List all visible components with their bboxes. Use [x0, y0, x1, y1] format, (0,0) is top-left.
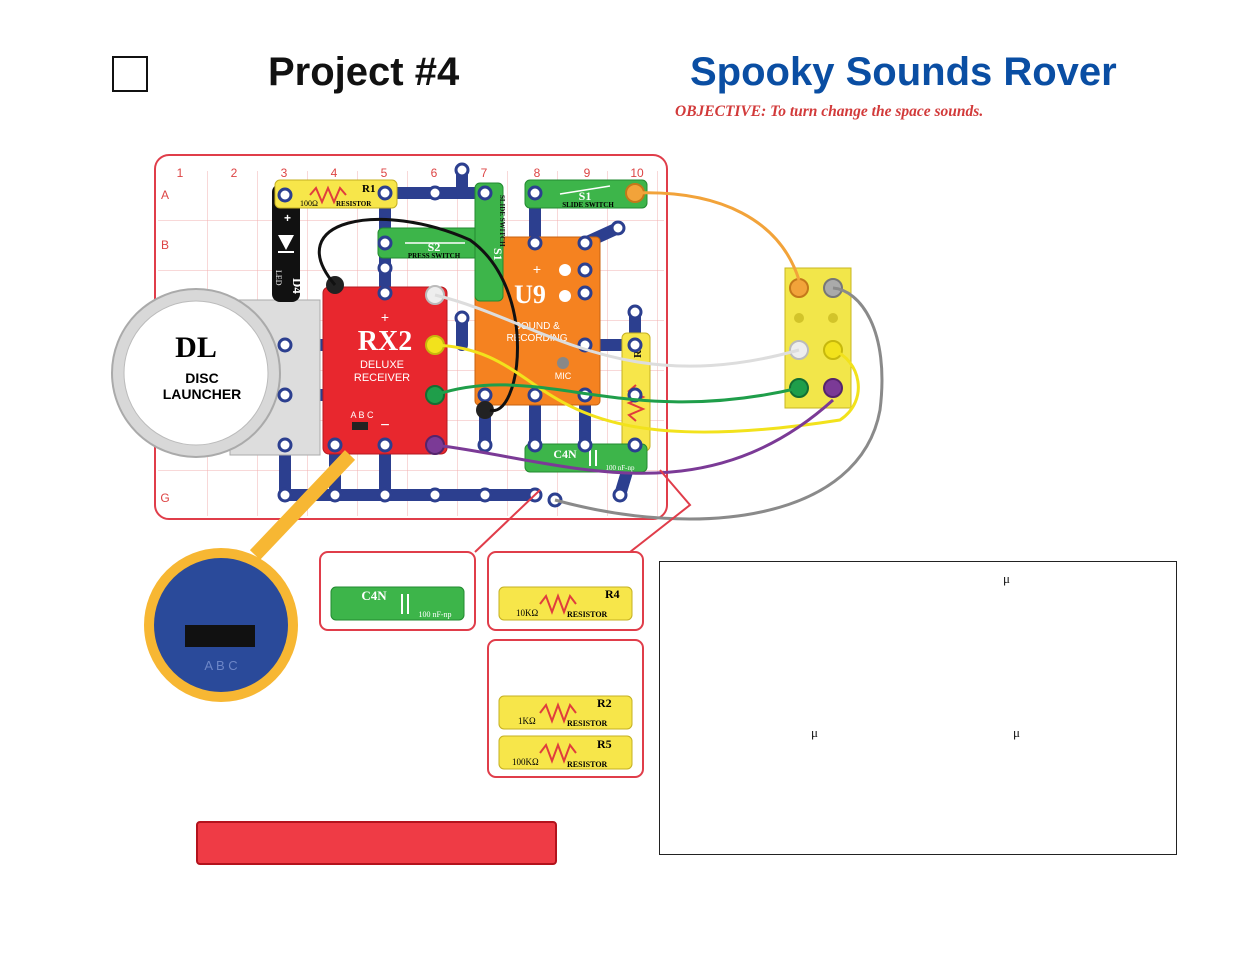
callout-r2-r5: R2 1KΩ RESISTOR R5 100KΩ RESISTOR — [487, 639, 644, 778]
col-label: 9 — [584, 166, 591, 180]
col-label: 4 — [331, 166, 338, 180]
notes-mu-symbol: μ — [1003, 571, 1010, 586]
d4-label: LED — [274, 270, 283, 286]
u9-code: U9 — [514, 280, 546, 309]
svg-text:+: + — [381, 309, 389, 325]
project-title: Project #4 — [268, 50, 460, 94]
dl-line1: DISC — [185, 370, 218, 386]
svg-text:+: + — [533, 261, 541, 277]
col-label: 1 — [177, 166, 184, 180]
callout-capacitor: C4N 100 nF-np — [319, 551, 476, 631]
notes-mu-symbol: μ — [811, 725, 818, 740]
callout-c4n-code: C4N — [361, 588, 387, 603]
slide-switch-s1-horizontal: S1 SLIDE SWITCH — [524, 179, 648, 209]
row-label: B — [161, 238, 169, 252]
callout-r2-value: 1KΩ — [518, 716, 536, 726]
callout-r4-label: RESISTOR — [567, 610, 608, 619]
col-label: 7 — [481, 166, 488, 180]
col-label: 6 — [431, 166, 438, 180]
rx2-code: RX2 — [358, 326, 412, 357]
connector-block — [784, 267, 852, 409]
col-label: 5 — [381, 166, 388, 180]
c4n-code: C4N — [553, 447, 577, 461]
row-label: G — [160, 491, 169, 505]
project-subtitle: Spooky Sounds Rover — [690, 50, 1117, 94]
callout-r5-code: R5 — [597, 737, 612, 751]
led-d4: + D4 LED — [272, 184, 305, 302]
u9-line2: RECORDING — [506, 333, 567, 344]
rx2-switch-label: A B C — [350, 410, 374, 420]
r1-value: 100Ω — [300, 199, 318, 208]
s2-code: S2 — [428, 240, 441, 254]
col-label: 3 — [281, 166, 288, 180]
notes-mu-symbol: μ — [1013, 725, 1020, 740]
row-label: A — [161, 188, 169, 202]
callout-r4-value: 10KΩ — [516, 608, 538, 618]
u9-mic-label: MIC — [555, 371, 572, 381]
callout-r5-value: 100KΩ — [512, 757, 539, 767]
callout-r4-code: R4 — [605, 587, 620, 601]
press-switch-s2: S2 PRESS SWITCH — [377, 227, 489, 260]
s1v-code: S1 — [491, 248, 505, 261]
s1h-code: S1 — [579, 189, 592, 203]
rx2-line2: RECEIVER — [354, 372, 410, 384]
callout-r4: R4 10KΩ RESISTOR — [487, 551, 644, 631]
resistor-r1: R1 100Ω RESISTOR — [274, 179, 398, 209]
callout-r2-code: R2 — [597, 696, 612, 710]
callout-lines — [474, 469, 692, 553]
s1v-label: SLIDE SWITCH — [498, 195, 506, 247]
c4n-value: 100 nF-np — [606, 464, 635, 472]
callout-c4n-value: 100 nF-np — [418, 610, 451, 619]
d4-code: D4 — [290, 278, 305, 294]
rx2-line1: DELUXE — [360, 359, 404, 371]
disc-launcher: DL DISC LAUNCHER — [111, 288, 321, 458]
col-label: 10 — [630, 166, 644, 180]
u9-line1: SOUND & — [514, 321, 560, 332]
slide-switch-s1-vertical: S1 SLIDE SWITCH — [474, 182, 506, 302]
notes-box: μ μ μ — [659, 561, 1177, 855]
objective-text: OBJECTIVE: To turn change the space soun… — [675, 103, 984, 120]
s1h-label: SLIDE SWITCH — [562, 201, 614, 209]
r1-label: RESISTOR — [336, 200, 372, 208]
dl-code: DL — [175, 331, 217, 364]
warning-bar — [196, 821, 557, 865]
svg-text:−: − — [380, 417, 389, 434]
col-label: 8 — [534, 166, 541, 180]
col-label: 2 — [231, 166, 238, 180]
callout-r2-label: RESISTOR — [567, 719, 608, 728]
snaps — [277, 162, 643, 508]
r1-code: R1 — [362, 183, 375, 195]
callout-r5-label: RESISTOR — [567, 760, 608, 769]
receiver-rx2: + RX2 DELUXE RECEIVER A B C − — [322, 286, 448, 455]
s2-label: PRESS SWITCH — [408, 252, 461, 260]
svg-text:+: + — [284, 211, 291, 225]
zoom-switch-label: A B C — [204, 658, 237, 673]
switch-zoom: A B C — [144, 450, 356, 702]
project-checkbox[interactable] — [112, 56, 148, 92]
dl-line2: LAUNCHER — [163, 386, 242, 402]
jumper-wires — [317, 191, 884, 521]
